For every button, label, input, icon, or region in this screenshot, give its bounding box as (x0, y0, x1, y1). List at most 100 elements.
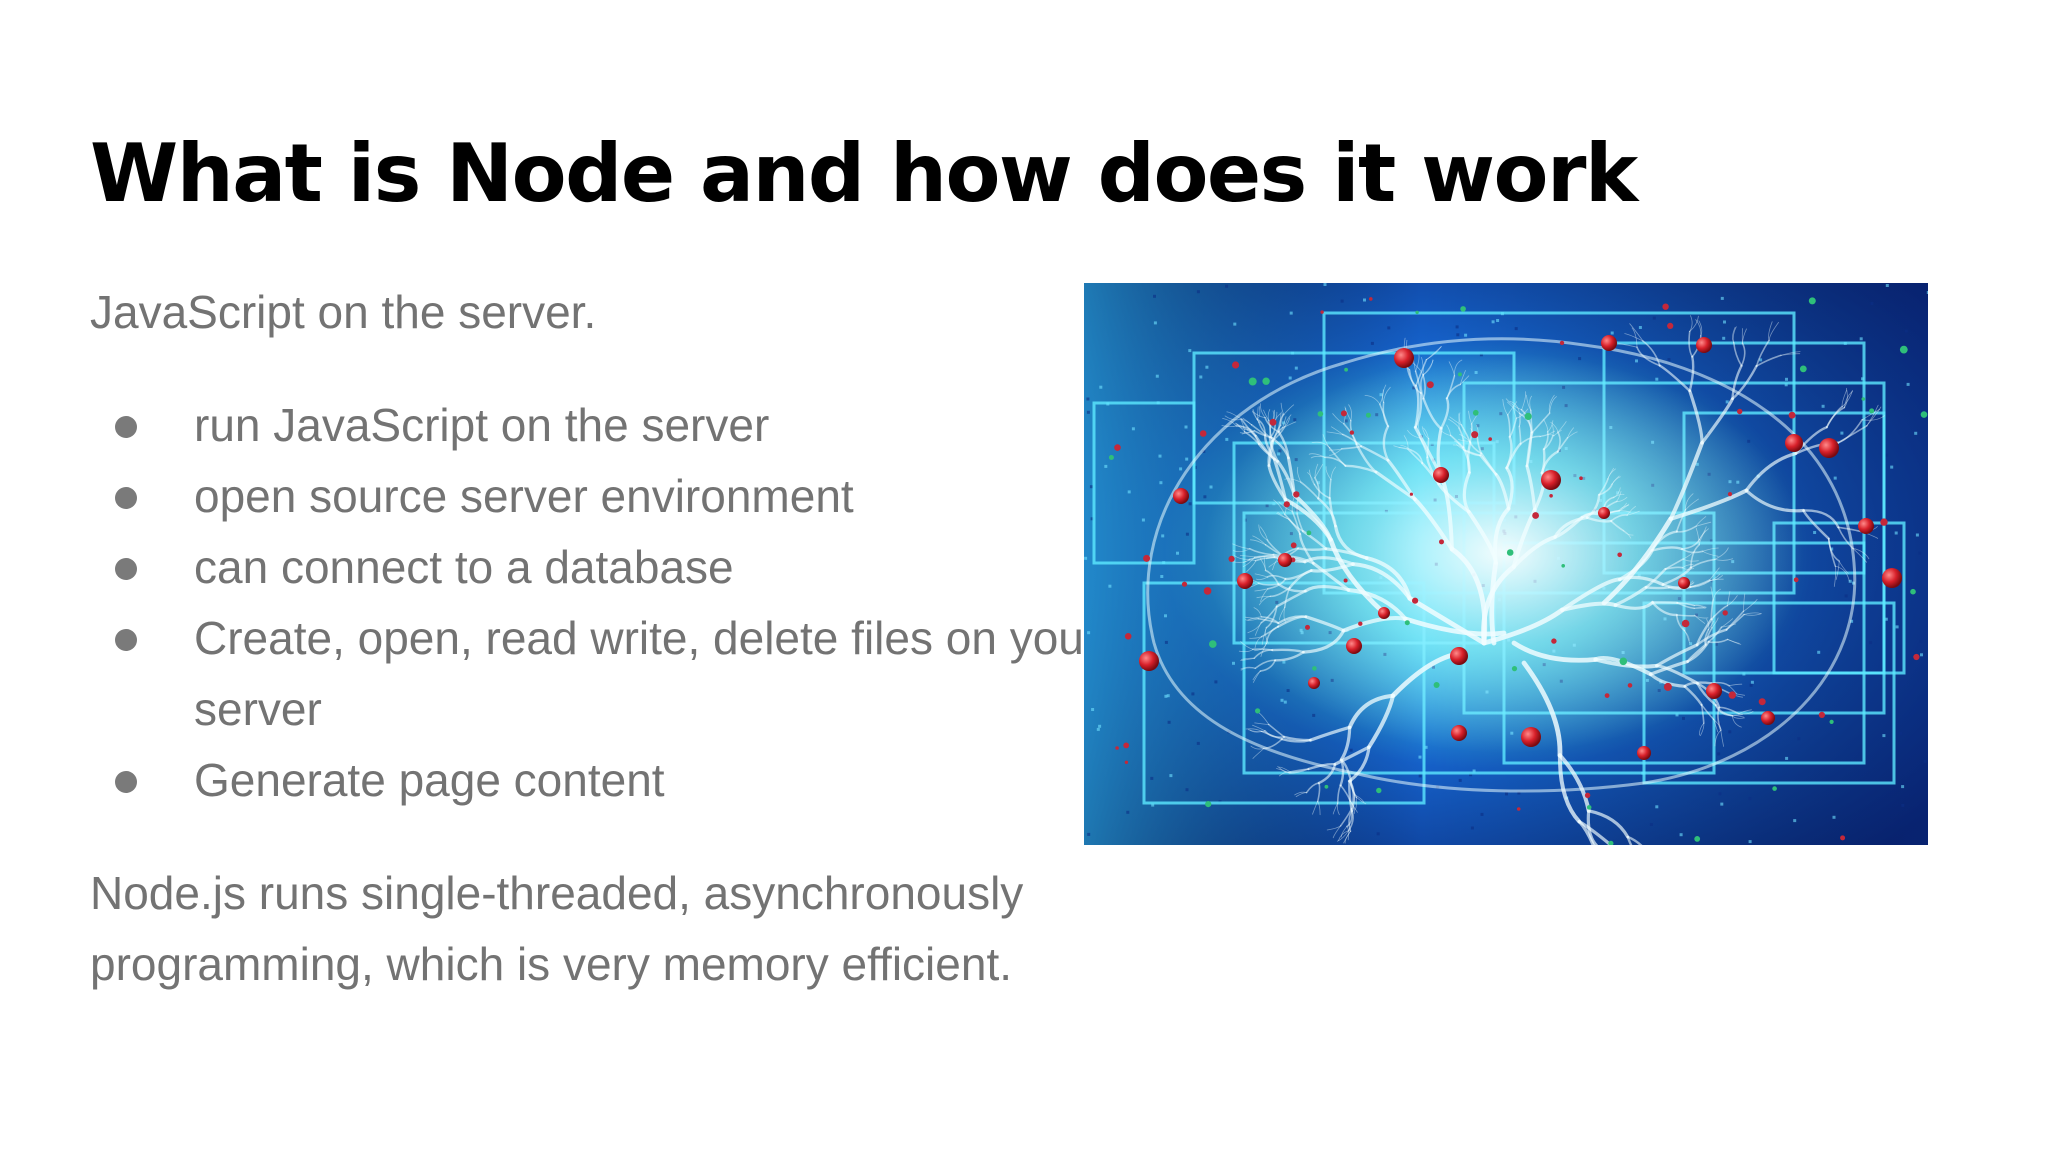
pcb-dot (1817, 650, 1821, 654)
neural-fiber (1866, 404, 1879, 427)
neural-fiber (1382, 384, 1387, 403)
neural-fiber (1684, 630, 1690, 641)
neural-fiber (1256, 595, 1271, 599)
neural-fiber (1240, 657, 1255, 661)
pcb-dot (1469, 773, 1473, 777)
neural-fiber (1439, 397, 1450, 430)
neural-fiber (1284, 569, 1313, 581)
neural-fiber (1459, 375, 1470, 385)
pcb-dot (1840, 835, 1846, 841)
pcb-dot (1153, 321, 1157, 325)
neural-fiber (1685, 498, 1699, 511)
pcb-dot (1899, 345, 1908, 354)
pcb-dot (1418, 755, 1422, 759)
neural-fiber (1382, 425, 1390, 462)
neural-fiber (1655, 664, 1699, 685)
list-item: open source server environment (90, 461, 1100, 532)
neural-fiber (1240, 418, 1257, 437)
neural-fiber (1616, 491, 1622, 502)
pcb-dot (1514, 327, 1518, 331)
neural-fiber (1398, 447, 1412, 451)
pcb-dot (1722, 610, 1728, 616)
neural-fiber (1833, 565, 1837, 587)
neural-fiber (1476, 436, 1483, 455)
neural-fiber (1557, 753, 1582, 824)
neural-fiber (1585, 493, 1601, 519)
neural-fiber (1502, 399, 1509, 416)
pcb-dot (1369, 297, 1373, 301)
neural-fiber (1437, 482, 1471, 514)
neural-fiber (1257, 617, 1280, 624)
neural-fiber (1505, 398, 1522, 411)
pcb-dot (1283, 700, 1287, 704)
pcb-dot (1832, 815, 1836, 819)
neural-fiber (1685, 493, 1694, 511)
neural-fiber (1283, 497, 1333, 542)
neural-fiber (1252, 670, 1261, 681)
neural-fiber (1311, 441, 1330, 449)
neural-fiber (1307, 472, 1315, 485)
neural-fiber (1423, 359, 1434, 376)
pcb-dot (1488, 437, 1492, 441)
neural-fiber (1731, 364, 1758, 401)
pcb-dot (1439, 539, 1444, 545)
pcb-dot (1262, 377, 1270, 385)
pcb-dot (1720, 802, 1724, 806)
neuron-node (1637, 746, 1651, 760)
pcb-dot (1209, 640, 1217, 648)
neural-fiber (1297, 547, 1328, 551)
neural-fiber (1644, 567, 1667, 589)
neural-fiber (1626, 510, 1640, 516)
neural-fiber (1341, 445, 1363, 450)
neural-fiber (1713, 718, 1719, 733)
neural-fiber (1681, 538, 1701, 550)
neural-fiber (1531, 412, 1551, 434)
pcb-dot (1506, 549, 1514, 556)
neural-fiber (1250, 539, 1267, 546)
neural-fiber (1852, 547, 1870, 560)
neural-fiber (1338, 830, 1349, 841)
brain-outline (1146, 337, 1857, 793)
pcb-dot (1788, 411, 1796, 419)
neural-fiber (1314, 463, 1324, 479)
neural-fiber (1698, 722, 1705, 736)
neural-fiber (1268, 723, 1285, 738)
neural-fiber (1298, 532, 1315, 565)
neural-fiber (1644, 586, 1670, 590)
pcb-dot (1578, 357, 1582, 361)
pcb-dot (1181, 581, 1188, 587)
neural-fiber (1714, 547, 1729, 560)
neural-fiber (1466, 509, 1498, 565)
pcb-dot (1225, 437, 1229, 441)
neural-fiber (1688, 389, 1704, 445)
pcb-dot (1720, 296, 1724, 300)
neural-fiber (1728, 685, 1738, 695)
pcb-dot (1464, 333, 1468, 337)
neural-fiber (1755, 339, 1770, 367)
neural-fiber (1714, 704, 1732, 717)
neural-fiber (1282, 735, 1312, 742)
neural-fiber (1322, 434, 1330, 449)
neural-fiber (1507, 401, 1518, 416)
neural-fiber (1539, 430, 1556, 437)
neural-fiber (1379, 403, 1389, 428)
neural-fiber (1264, 627, 1269, 644)
neural-fiber (1613, 600, 1655, 610)
neural-fiber (1714, 558, 1734, 561)
neural-fiber (1598, 483, 1613, 496)
pcb-dot (1185, 457, 1189, 461)
neural-fiber (1530, 409, 1534, 434)
list-item-text: can connect to a database (194, 541, 734, 593)
neural-fiber (1328, 496, 1337, 528)
neural-circuit-illustration (1084, 283, 1928, 845)
pcb-dot (1910, 588, 1916, 595)
neural-fiber (1342, 433, 1363, 448)
neural-fiber (1426, 346, 1442, 361)
neural-fiber (1727, 639, 1740, 644)
bullet-icon (115, 771, 137, 793)
neural-fiber (1341, 616, 1408, 633)
neuron-node (1346, 638, 1362, 654)
neural-fiber (1226, 411, 1242, 420)
neural-fiber (1224, 415, 1242, 421)
pcb-dot (1358, 621, 1363, 626)
